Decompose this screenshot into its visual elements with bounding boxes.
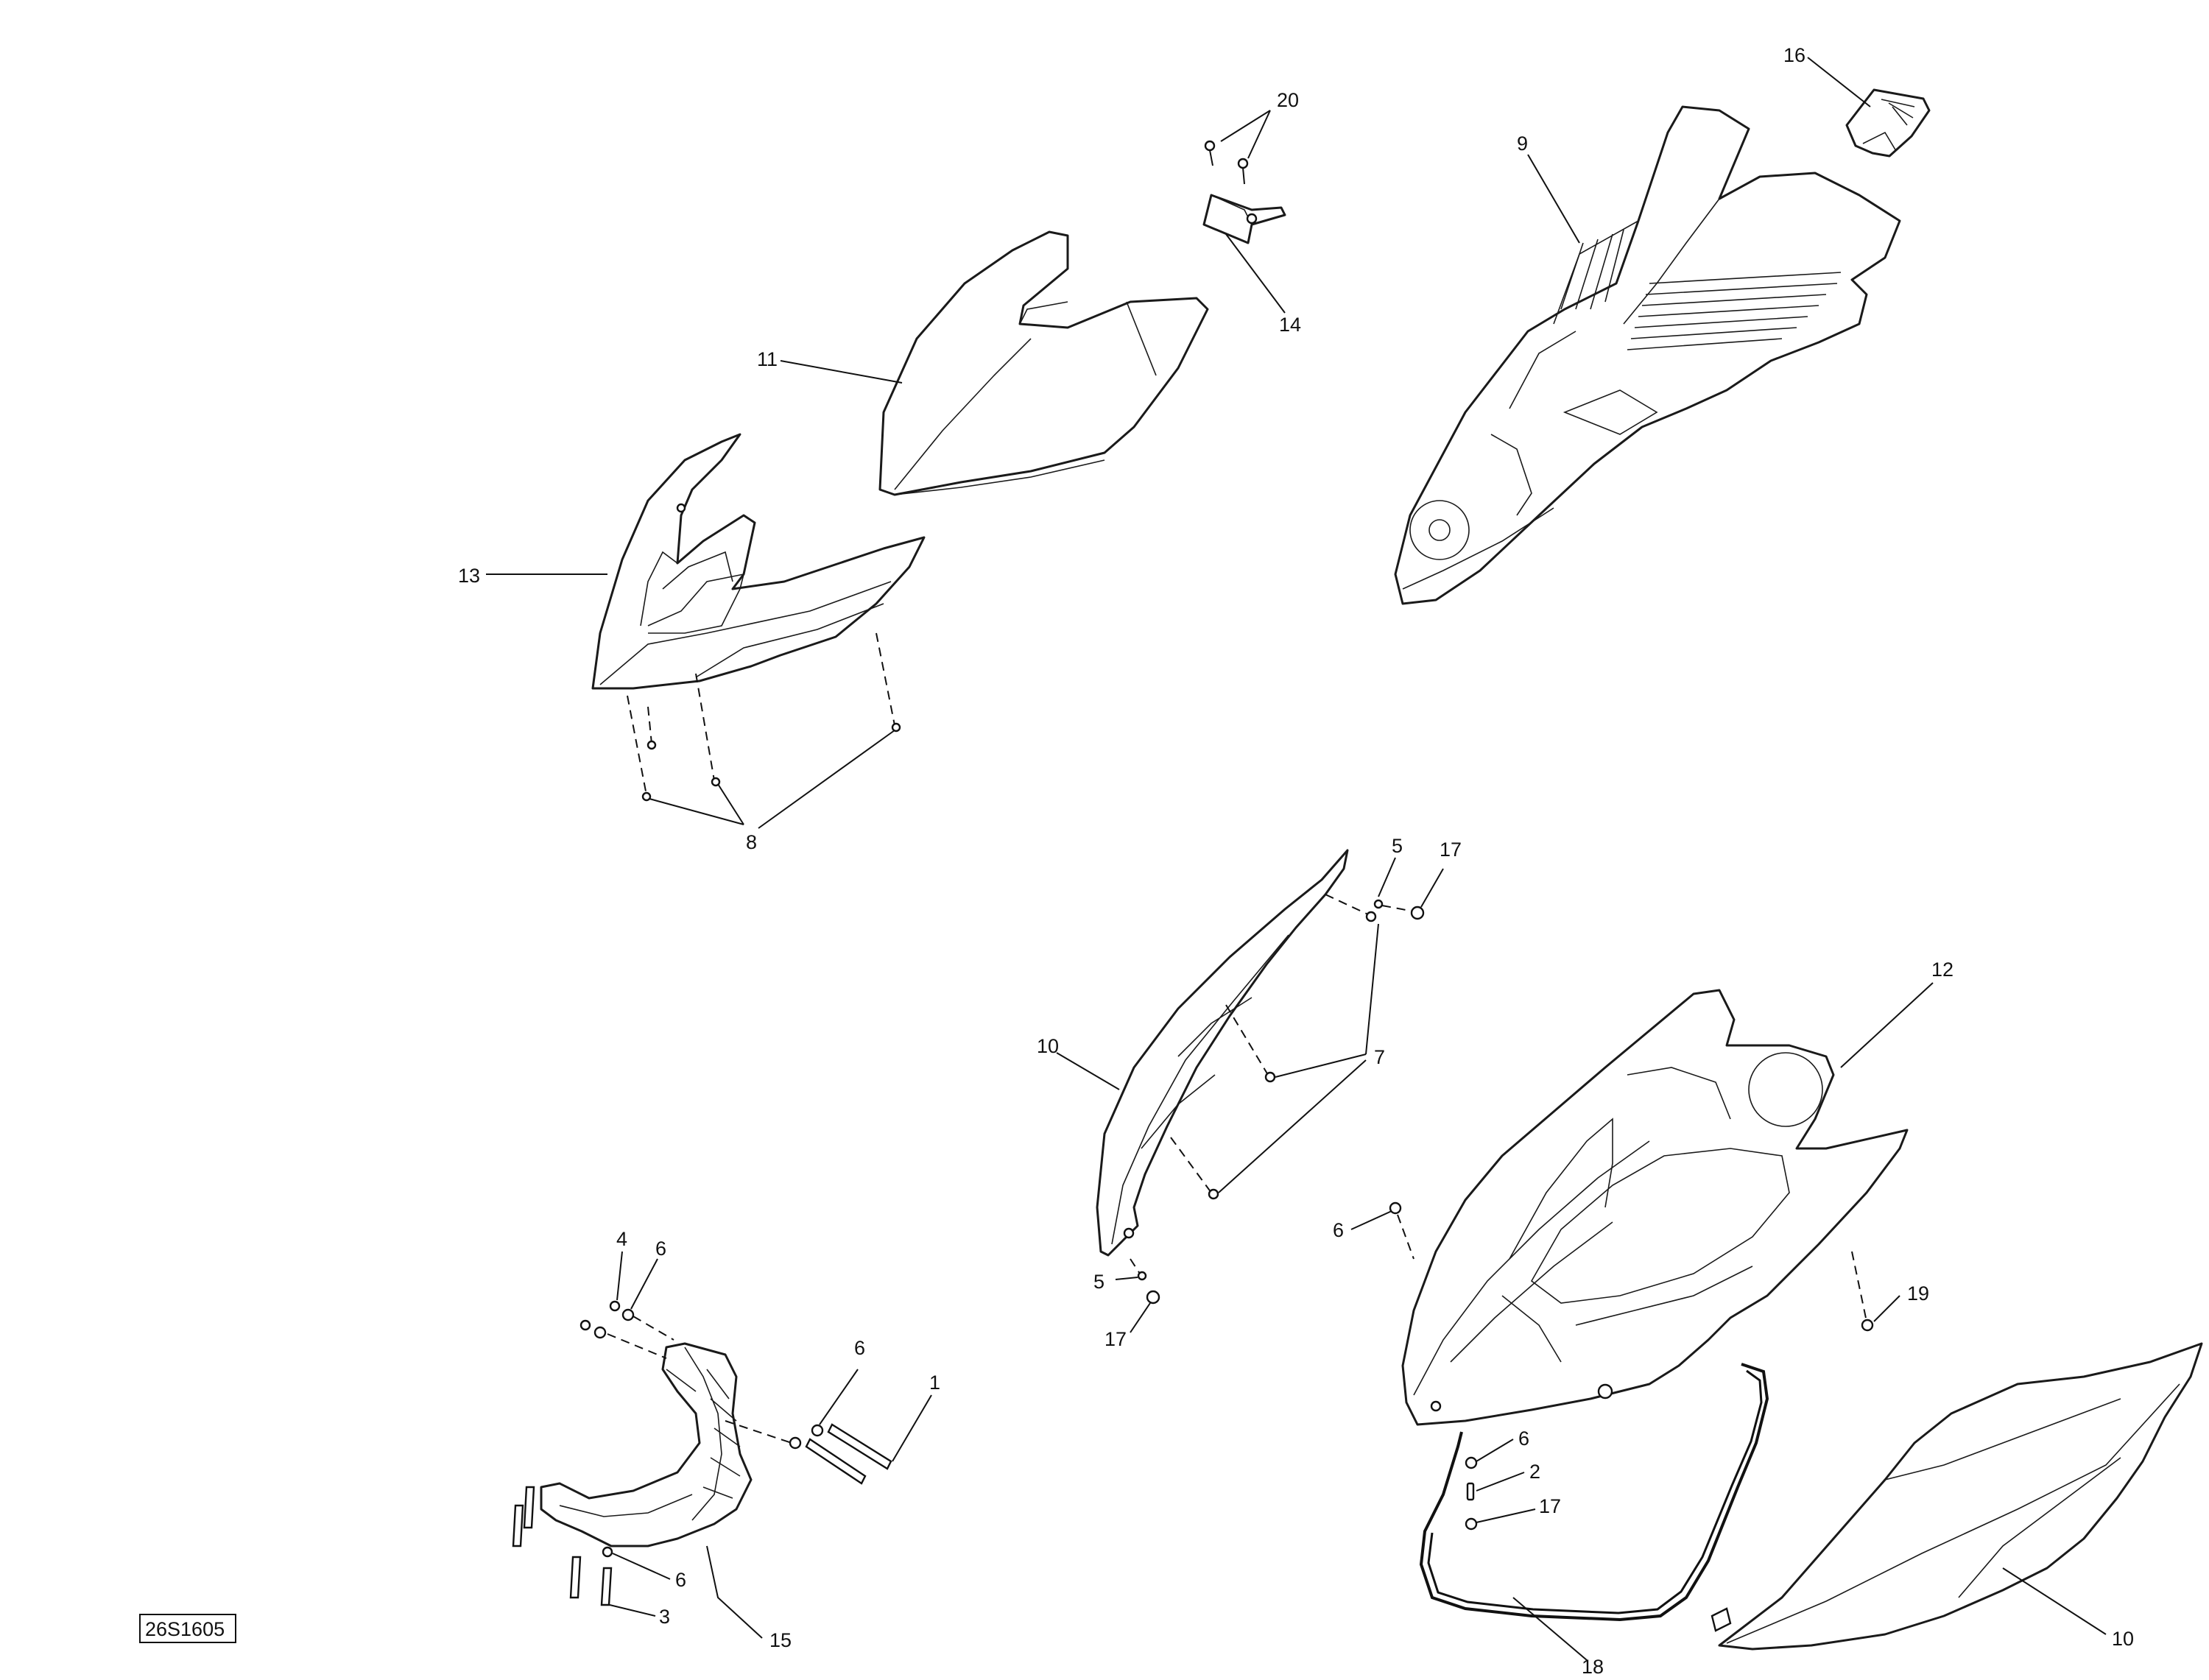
part-10-trim-upper (1096, 849, 1349, 1257)
callout-6-seal: 6 (1518, 1427, 1529, 1450)
callout-1: 1 (929, 1372, 940, 1394)
fasteners-6-2-17 (1465, 1456, 1478, 1531)
callout-10-upper: 10 (1037, 1035, 1059, 1057)
callout-6-bottom: 6 (675, 1569, 686, 1591)
fasteners-5-17-lower (1130, 1258, 1160, 1305)
callout-15: 15 (769, 1629, 792, 1651)
callout-leaders (486, 57, 2107, 1661)
fasteners-4-6-1-15 (579, 1300, 892, 1485)
fasteners-5-17-upper (1373, 899, 1425, 920)
callout-10-lower: 10 (2112, 1628, 2134, 1650)
callout-6-housing: 6 (1333, 1219, 1344, 1241)
part-15-skidplate (540, 1342, 753, 1547)
part-9-cowl (1394, 105, 1901, 605)
part-11-panel (878, 230, 1209, 496)
callout-12: 12 (1931, 959, 1953, 981)
washer-19 (1851, 1251, 1874, 1332)
part-13-windshield (591, 433, 926, 690)
callout-20: 20 (1277, 89, 1299, 111)
reference-code-text: 26S1605 (145, 1618, 225, 1640)
callout-4: 4 (616, 1228, 627, 1250)
fasteners-6-3-bottom (512, 1486, 613, 1606)
part-14-bracket (1202, 194, 1286, 244)
part-10-panel-lower (1711, 1342, 2203, 1651)
reference-code: 26S1605 (139, 1614, 236, 1643)
screws-7 (1170, 894, 1377, 1200)
callout-11: 11 (757, 348, 778, 370)
screws-8 (627, 632, 901, 802)
part-12-housing (1401, 989, 1909, 1426)
callout-5-lower: 5 (1093, 1271, 1104, 1293)
callout-labels: 20 16 9 14 11 13 8 5 17 12 10 7 6 5 17 1… (458, 44, 2134, 1678)
callout-13: 13 (458, 565, 480, 587)
washer-6-housing (1389, 1201, 1414, 1260)
callout-3: 3 (659, 1606, 670, 1628)
part-18-seal (1419, 1363, 1769, 1622)
callout-2: 2 (1529, 1461, 1540, 1483)
callout-6-mid: 6 (854, 1337, 865, 1359)
callout-8: 8 (746, 831, 757, 853)
callout-14: 14 (1279, 314, 1301, 336)
screws-20 (1204, 140, 1249, 185)
callout-17-upper: 17 (1440, 839, 1462, 861)
callout-7: 7 (1374, 1046, 1385, 1068)
callout-16: 16 (1783, 44, 1805, 66)
part-16-bracket (1845, 88, 1931, 158)
callout-18: 18 (1582, 1656, 1604, 1678)
callout-6-left: 6 (655, 1238, 666, 1260)
callout-5-upper: 5 (1392, 835, 1403, 857)
callout-9: 9 (1517, 133, 1528, 155)
callout-17-lower: 17 (1104, 1328, 1127, 1350)
callout-19: 19 (1907, 1282, 1929, 1305)
callout-17-seal: 17 (1539, 1495, 1561, 1517)
